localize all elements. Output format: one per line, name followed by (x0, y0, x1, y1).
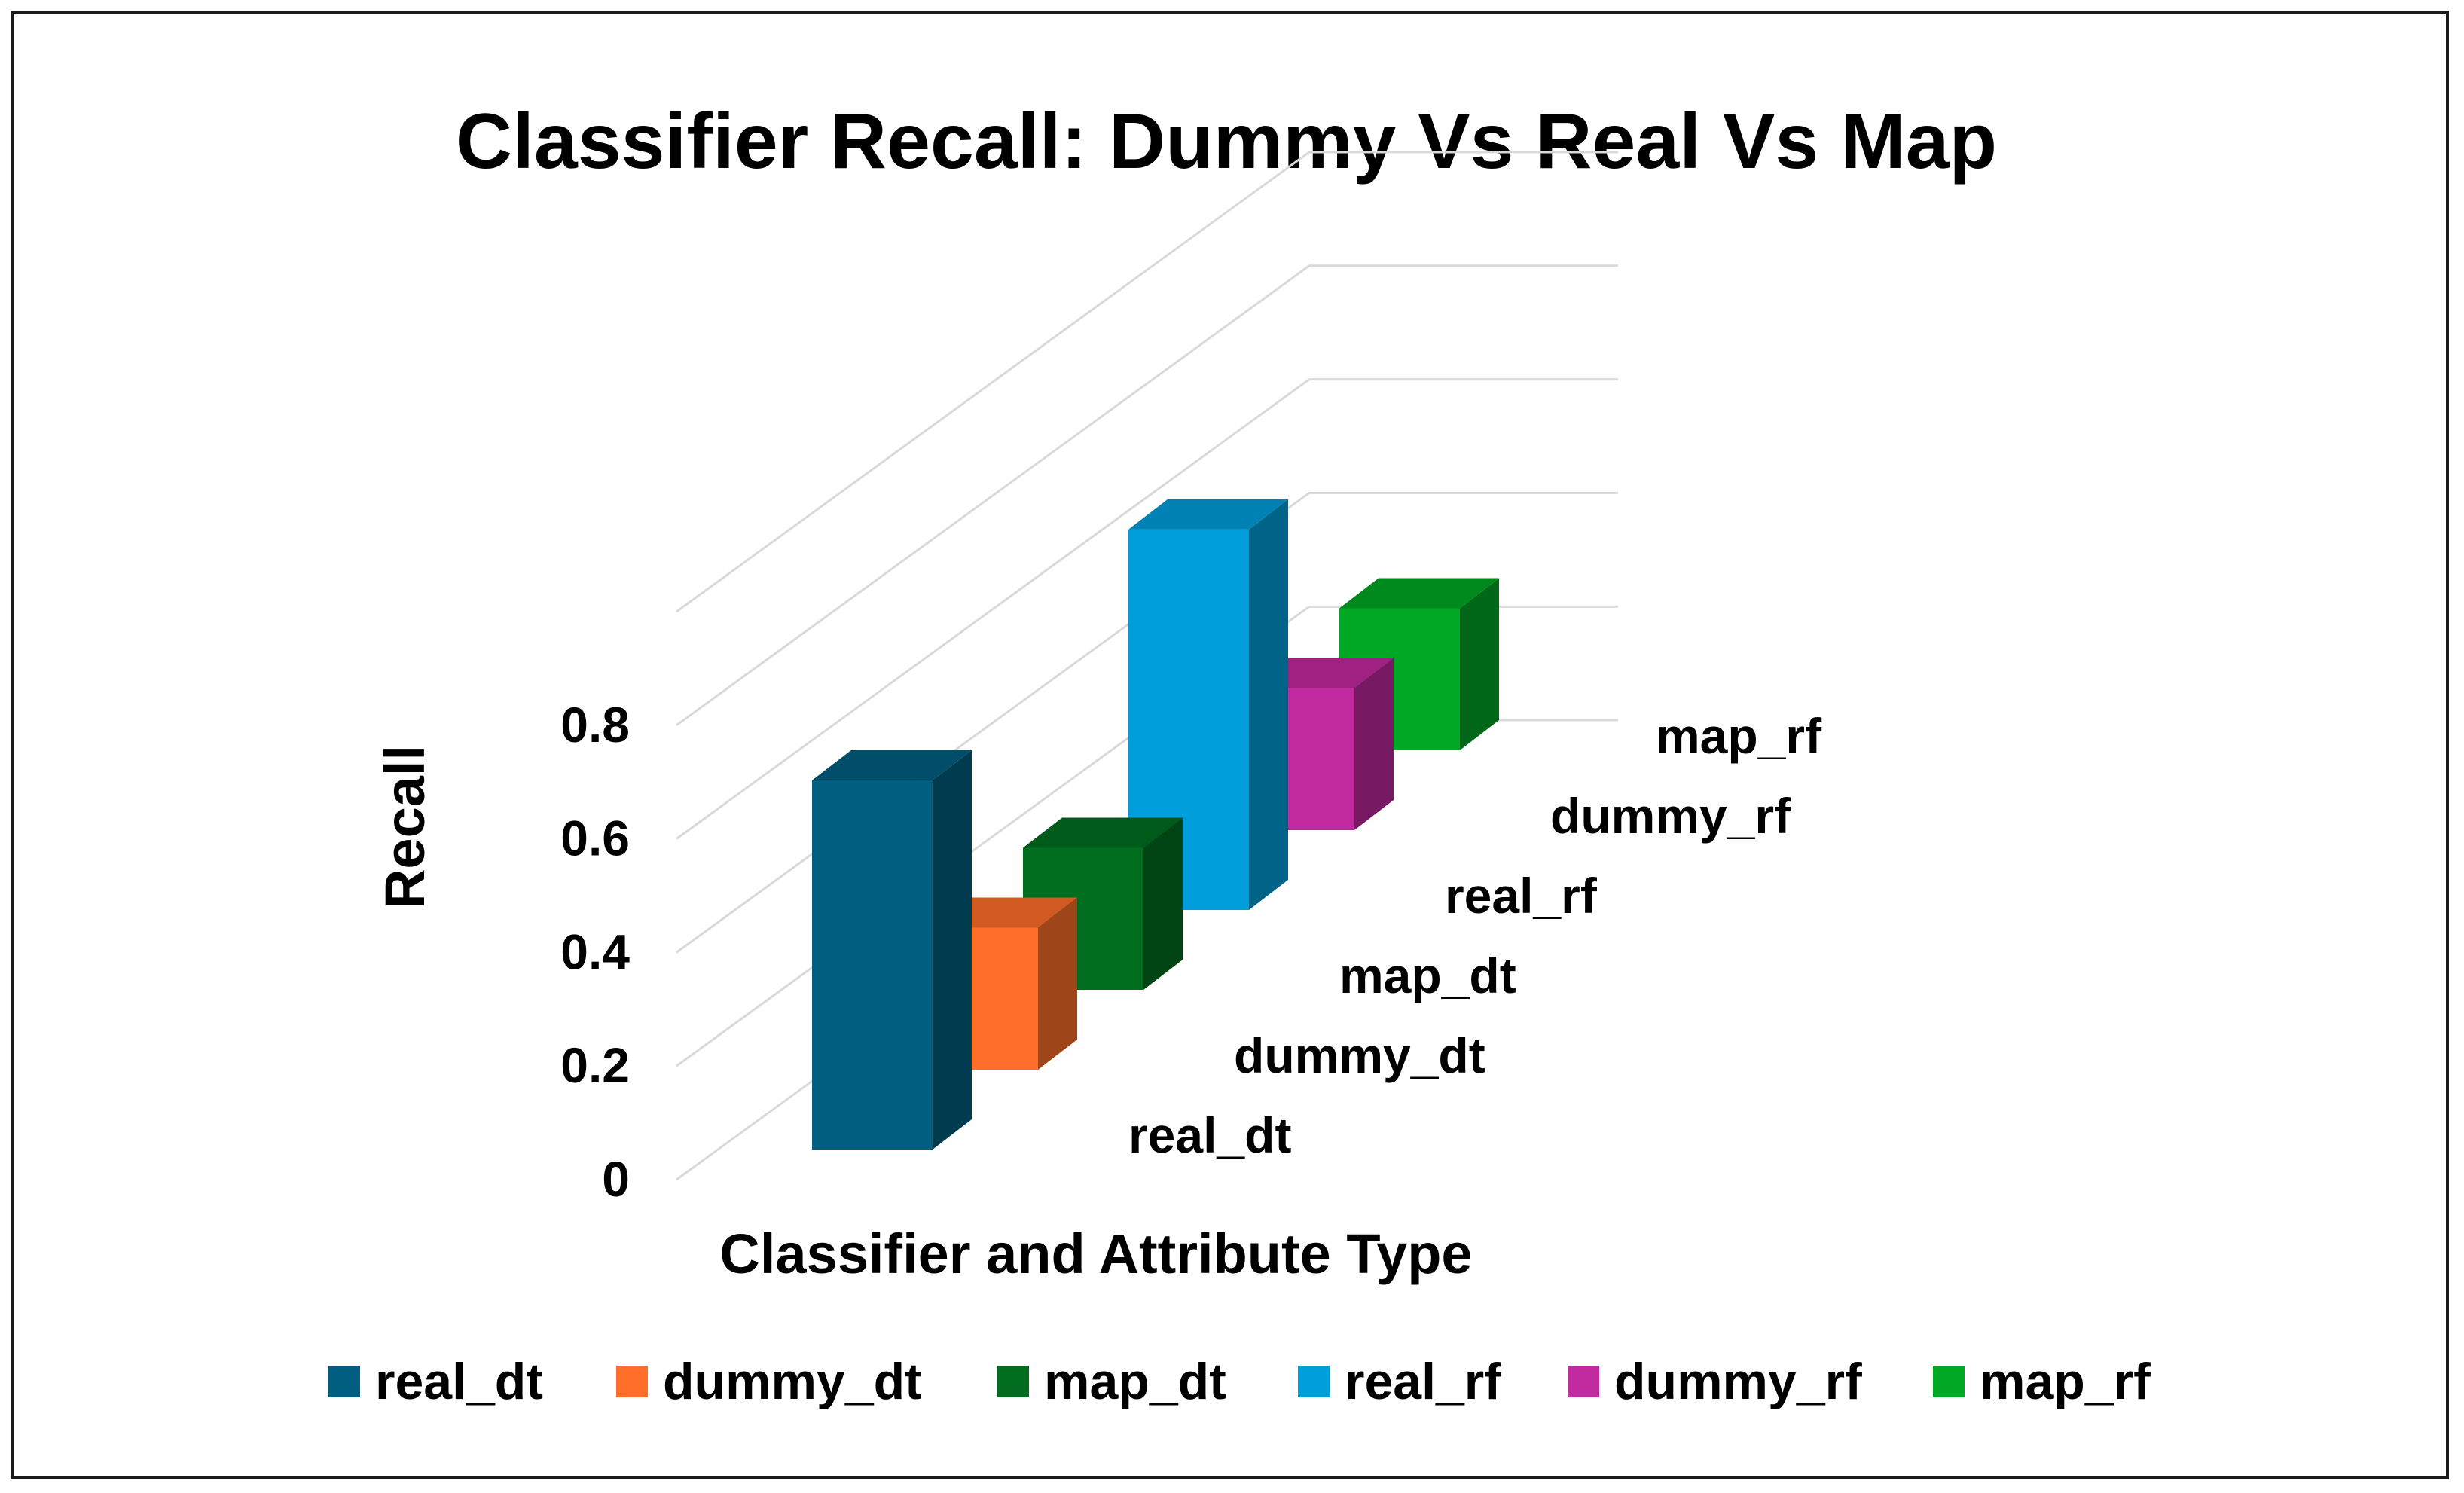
legend-swatch (616, 1366, 648, 1397)
bar-front (812, 780, 933, 1150)
category-label: real_dt (1128, 1107, 1291, 1163)
legend-swatch (1568, 1366, 1599, 1397)
legend-swatch (1933, 1366, 1965, 1397)
gridline (676, 378, 1618, 840)
chart-frame: Classifier Recall: Dummy Vs Real Vs Map … (11, 11, 2449, 1479)
legend-label: map_dt (1044, 1353, 1226, 1410)
bar-top (1339, 578, 1499, 609)
legend-label: real_dt (375, 1353, 543, 1410)
chart-title: Classifier Recall: Dummy Vs Real Vs Map (456, 98, 1997, 185)
legend-item: dummy_rf (1568, 1353, 1862, 1410)
legend-item: map_dt (997, 1353, 1226, 1410)
bar-top (1023, 817, 1183, 848)
bar-side (1038, 897, 1077, 1070)
category-label: map_rf (1656, 708, 1822, 764)
legend-label: dummy_dt (663, 1353, 922, 1410)
bar-side (1249, 499, 1288, 910)
legend-label: map_rf (1980, 1353, 2151, 1410)
category-label: real_rf (1445, 868, 1598, 924)
bar-top (812, 750, 972, 780)
legend-item: real_dt (328, 1353, 543, 1410)
bar-side (1354, 658, 1394, 830)
chart-canvas: Classifier Recall: Dummy Vs Real Vs Map … (328, 98, 2151, 1410)
category-label: map_dt (1339, 948, 1516, 1003)
bar-side (1143, 817, 1183, 990)
y-axis-ticks: 0 0.2 0.4 0.6 0.8 (560, 697, 630, 1207)
y-tick-label: 0.4 (560, 924, 630, 979)
legend-label: dummy_rf (1614, 1353, 1862, 1410)
category-label: dummy_rf (1550, 788, 1791, 844)
y-tick-label: 0 (602, 1151, 630, 1207)
bar-side (933, 750, 972, 1150)
y-tick-label: 0.8 (560, 697, 630, 753)
depth-axis-labels: real_dt dummy_dt map_dt real_rf dummy_rf map_… (1128, 708, 1822, 1163)
gridline (676, 264, 1618, 727)
bars (812, 499, 1499, 1150)
bar-side (1460, 578, 1499, 750)
bar-real_dt (812, 750, 972, 1150)
legend-swatch (1298, 1366, 1330, 1397)
legend-item: dummy_dt (616, 1353, 922, 1410)
bar-top (1128, 499, 1288, 530)
gridline (676, 151, 1618, 613)
y-tick-label: 0.6 (560, 811, 630, 866)
legend-swatch (328, 1366, 360, 1397)
x-axis-title: Classifier and Attribute Type (719, 1223, 1472, 1285)
category-label: dummy_dt (1234, 1027, 1485, 1083)
legend-item: map_rf (1933, 1353, 2151, 1410)
legend-swatch (997, 1366, 1029, 1397)
y-axis-title: Recall (374, 745, 436, 909)
y-tick-label: 0.2 (560, 1037, 630, 1093)
legend: real_dt dummy_dt map_dt real_rf dummy_rf map_… (328, 1353, 2151, 1410)
legend-item: real_rf (1298, 1353, 1501, 1410)
legend-label: real_rf (1345, 1353, 1501, 1410)
